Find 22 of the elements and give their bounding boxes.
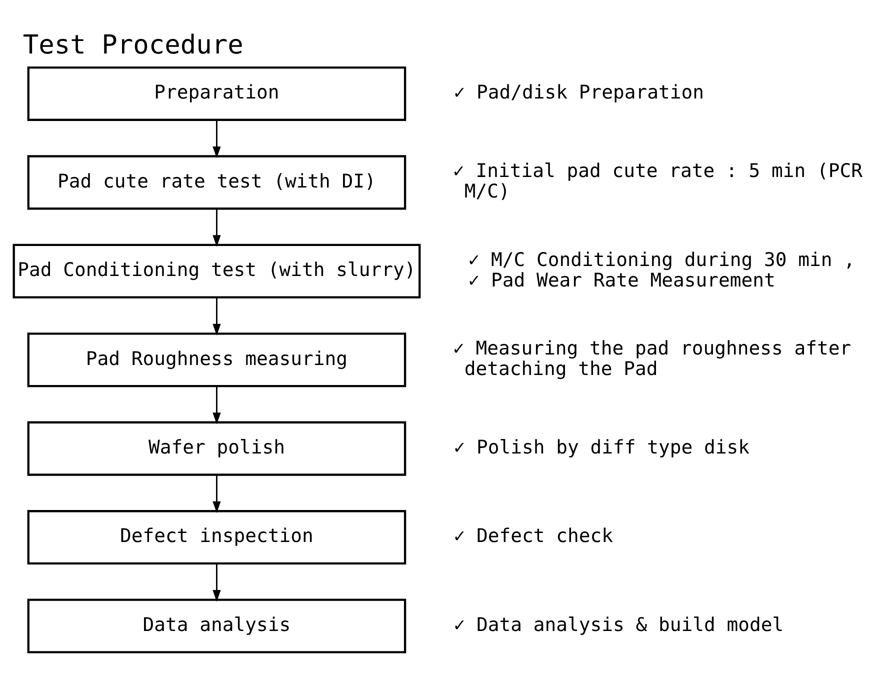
arrow: [212, 297, 221, 336]
diagram-title: Test Procedure: [22, 30, 244, 61]
node-label: ✓ Data analysis & build model: [454, 614, 784, 636]
node-label: ✓ M/C Conditioning during 30 min ,: [468, 248, 856, 271]
node-box: Pad cute rate test (with DI): [27, 155, 406, 210]
node-box: Preparation: [27, 66, 406, 121]
node-label: ✓ Pad Wear Rate Measurement: [468, 269, 776, 292]
arrow: [212, 386, 221, 424]
node-label: ✓ Measuring the pad roughness after detaching the Pad: [453, 338, 852, 380]
node-label: ✓ Defect check: [454, 525, 614, 548]
arrow: [212, 208, 221, 247]
node-box: Pad Conditioning test (with slurry): [12, 244, 421, 298]
node-label: ✓ Polish by diff type disk: [454, 436, 750, 459]
arrow: [212, 564, 221, 602]
node-box: Data analysis: [27, 598, 406, 654]
node-label: ✓ Pad/disk Preparation: [454, 82, 704, 104]
node-label: ✓ Initial pad cute rate : 5 min (PCR M/C): [453, 160, 862, 203]
node-box: Pad Roughness measuring: [27, 332, 406, 388]
node-box: Wafer polish: [27, 421, 406, 476]
arrow: [212, 474, 221, 513]
node-box: Defect inspection: [27, 510, 406, 565]
arrow: [212, 120, 221, 158]
